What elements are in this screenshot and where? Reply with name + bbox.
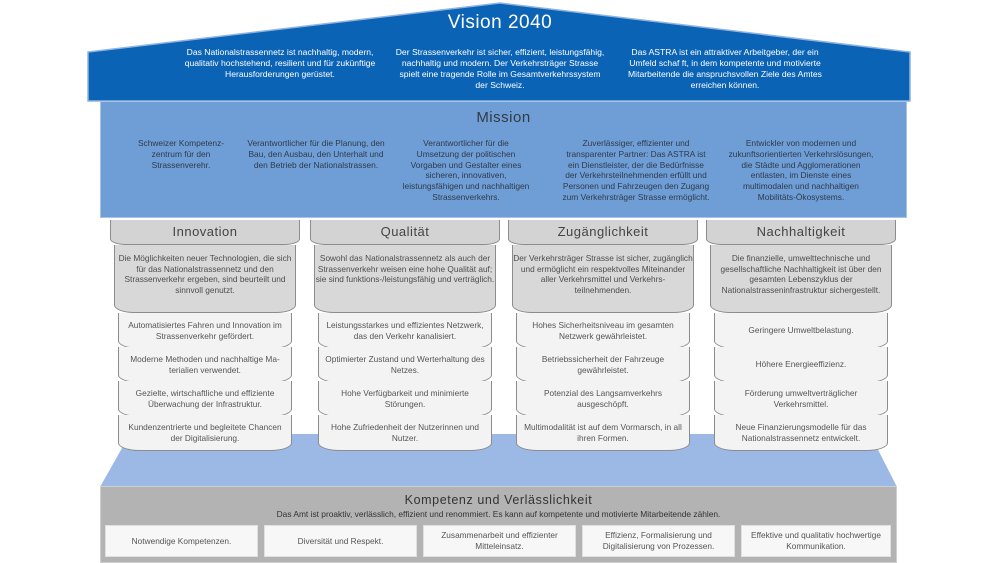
pillar-layer: Kundenzentrierte und begleitete Chancen …	[118, 415, 292, 451]
pillar-innovation: Innovation Die Möglichkeiten neuer Techn…	[110, 220, 300, 451]
mission-title: Mission	[476, 109, 531, 126]
pillar-layer: Neue Finanzierungsmodelle für das Nation…	[714, 415, 888, 451]
pillar-layer: Hohes Sicherheitsniveau im gesamten Netz…	[516, 313, 690, 349]
vision-statement-employer: Das ASTRA ist ein attraktiver Arbeitgebe…	[628, 47, 822, 90]
pillar-qualitaet: Qualität Sowohl das Nationalstrassennetz…	[310, 220, 500, 451]
foundation-box: Effektive und qualitativ hochwertige Kom…	[741, 525, 891, 557]
pillar-layer: Geringere Umweltbelastung.	[714, 313, 888, 349]
pillar-description: Der Verkehrsträger Strasse ist sicher, z…	[512, 245, 694, 313]
pillar-layer: Moderne Methoden und nachhaltige Ma-teri…	[118, 347, 292, 383]
foundation-box: Notwendige Kompetenzen.	[105, 525, 258, 557]
mission-statement-1: Schweizer Kompetenz-zentrum für den Stra…	[137, 138, 225, 170]
pillar-layer: Automatisiertes Fahren und Innovation im…	[118, 313, 292, 349]
pillar-layer: Höhere Energieeffizienz.	[714, 347, 888, 383]
pillar-title: Qualität	[310, 220, 500, 245]
pillar-layer: Potenzial des Langsamverkehrs ausgeschöp…	[516, 381, 690, 417]
mission-statement-3: Verantwortlicher für die Umsetzung der p…	[402, 138, 530, 202]
mission-statement-5: Entwickler von modernen und zukunftsorie…	[728, 138, 874, 202]
vision-statement-network: Das Nationalstrassennetz ist nachhaltig,…	[184, 47, 376, 79]
vision-title: Vision 2040	[447, 12, 553, 33]
pillar-layer: Gezielte, wirtschaftliche und effiziente…	[118, 381, 292, 417]
pillar-layer: Betriebssicherheit der Fahrzeuge gewährl…	[516, 347, 690, 383]
pillar-layer: Multimodalität ist auf dem Vormarsch, in…	[516, 415, 690, 451]
mission-block: Mission Schweizer Kompetenz-zentrum für …	[100, 101, 907, 218]
pillar-layer: Hohe Verfügbarkeit und minimierte Störun…	[318, 381, 492, 417]
pillar-description: Die finanzielle, umwelttechnische und ge…	[710, 245, 892, 313]
pillar-layer: Hohe Zufriedenheit der Nutzerinnen und N…	[318, 415, 492, 451]
pillar-title: Nachhaltigkeit	[706, 220, 896, 245]
pillar-layers: Geringere Umweltbelastung. Höhere Energi…	[714, 313, 888, 451]
pillar-layers: Automatisiertes Fahren und Innovation im…	[118, 313, 292, 451]
vision-roof	[87, 2, 911, 102]
foundation-box: Zusammenarbeit und effizienter Mittelein…	[423, 525, 576, 557]
foundation-title: Kompetenz und Verlässlichkeit	[404, 493, 593, 507]
pillar-description: Die Möglichkeiten neuer Technologien, di…	[114, 245, 296, 313]
pillar-layer: Leistungsstarkes und effizientes Netzwer…	[318, 313, 492, 349]
pillar-layers: Hohes Sicherheitsniveau im gesamten Netz…	[516, 313, 690, 451]
pillar-title: Innovation	[110, 220, 300, 245]
pillar-zugaenglichkeit: Zugänglichkeit Der Verkehrsträger Strass…	[508, 220, 698, 451]
pillar-description: Sowohl das Nationalstrassennetz als auch…	[314, 245, 496, 313]
foundation-box: Effizienz, Formalisierung und Digitalisi…	[582, 525, 735, 557]
pillar-nachhaltigkeit: Nachhaltigkeit Die finanzielle, umweltte…	[706, 220, 896, 451]
foundation-block: Kompetenz und Verlässlichkeit Das Amt is…	[100, 486, 897, 563]
pillar-layer: Förderung umweltverträglicher Verkehrsmi…	[714, 381, 888, 417]
vision-statement-traffic: Der Strassenverkehr ist sicher, effizien…	[395, 47, 605, 90]
mission-statement-4: Zuverlässiger, effizienter und transpare…	[562, 138, 710, 202]
pillar-layers: Leistungsstarkes und effizientes Netzwer…	[318, 313, 492, 451]
pillar-layer: Optimierter Zustand und Werterhaltung de…	[318, 347, 492, 383]
mission-statement-2: Verantwortlicher für die Planung, den Ba…	[247, 138, 385, 170]
foundation-subtitle: Das Amt ist proaktiv, verlässlich, effiz…	[276, 509, 721, 519]
pillar-title: Zugänglichkeit	[508, 220, 698, 245]
base-platform	[100, 434, 897, 487]
foundation-box: Diversität und Respekt.	[264, 525, 417, 557]
